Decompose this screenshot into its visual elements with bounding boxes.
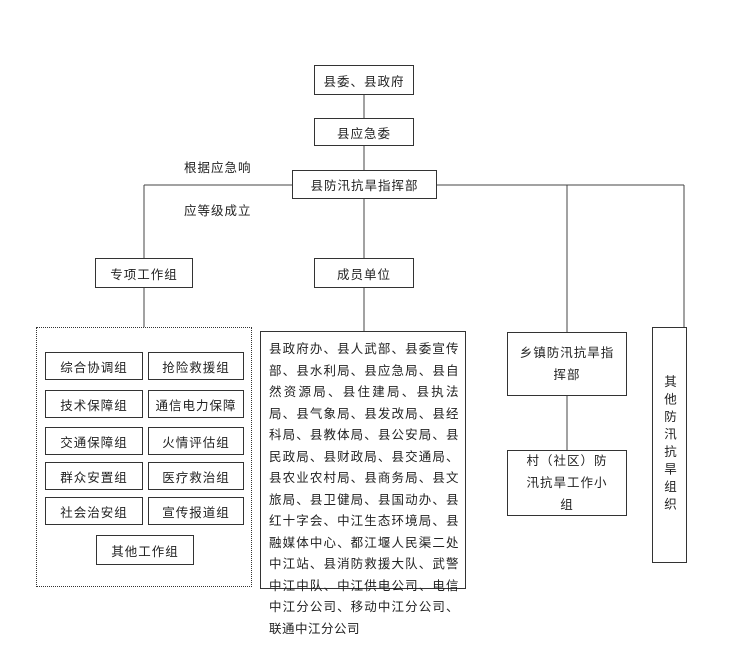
- annotation-line-2: 应等级成立: [184, 203, 252, 218]
- working-groups-container: [36, 327, 252, 587]
- group-public-security: 社会治安组: [45, 497, 143, 525]
- node-other-organizations: 其他防汛抗旱组织: [652, 327, 687, 563]
- group-communication-power: 通信电力保障: [148, 390, 244, 418]
- group-comprehensive-coordination: 综合协调组: [45, 352, 143, 380]
- node-emergency-committee: 县应急委: [314, 118, 414, 146]
- node-county-committee-government: 县委、县政府: [314, 65, 414, 95]
- node-member-units: 成员单位: [314, 258, 414, 288]
- group-rescue: 抢险救援组: [148, 352, 244, 380]
- group-traffic-support: 交通保障组: [45, 427, 143, 455]
- group-other: 其他工作组: [96, 535, 194, 565]
- group-disaster-assessment: 火情评估组: [148, 427, 244, 455]
- group-publicity: 宣传报道组: [148, 497, 244, 525]
- node-special-working-groups: 专项工作组: [95, 258, 193, 288]
- group-technical-support: 技术保障组: [45, 390, 143, 418]
- node-flood-drought-hq: 县防汛抗旱指挥部: [292, 170, 437, 199]
- member-units-list: 县政府办、县人武部、县委宣传部、县水利局、县应急局、县自然资源局、县住建局、县执…: [260, 331, 466, 636]
- group-medical-treatment: 医疗救治组: [148, 462, 244, 490]
- node-village-group: 村（社区）防汛抗旱工作小组: [507, 450, 627, 516]
- group-resettlement: 群众安置组: [45, 462, 143, 490]
- annotation-line-1: 根据应急响: [184, 160, 252, 175]
- node-township-hq: 乡镇防汛抗旱指挥部: [507, 332, 627, 396]
